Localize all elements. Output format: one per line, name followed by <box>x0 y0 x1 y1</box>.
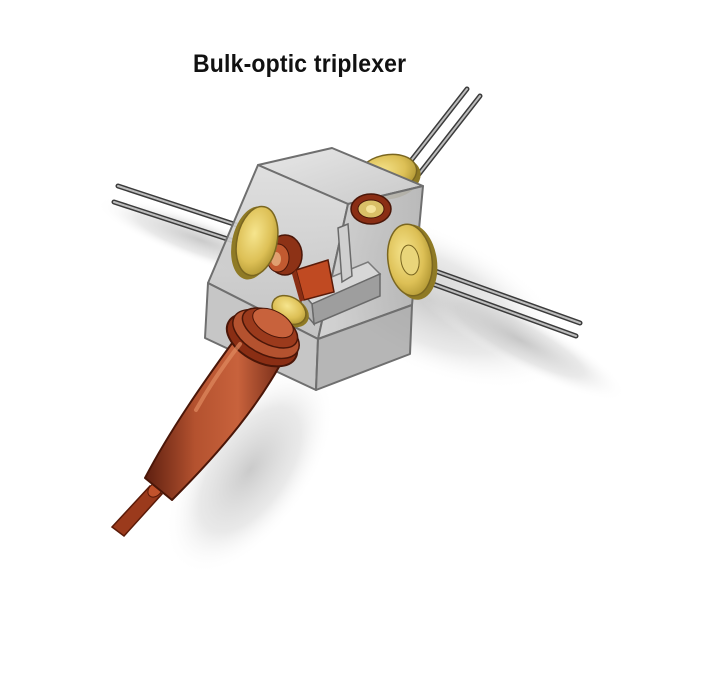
lens-top-inner <box>350 193 392 225</box>
prism <box>292 259 335 302</box>
filter-block <box>298 222 382 327</box>
diagram-title: Bulk-optic triplexer <box>193 50 407 78</box>
fiber-right <box>405 259 583 339</box>
pigtail-cable <box>110 307 300 538</box>
flange-right <box>386 223 438 300</box>
flange-left <box>231 205 279 280</box>
